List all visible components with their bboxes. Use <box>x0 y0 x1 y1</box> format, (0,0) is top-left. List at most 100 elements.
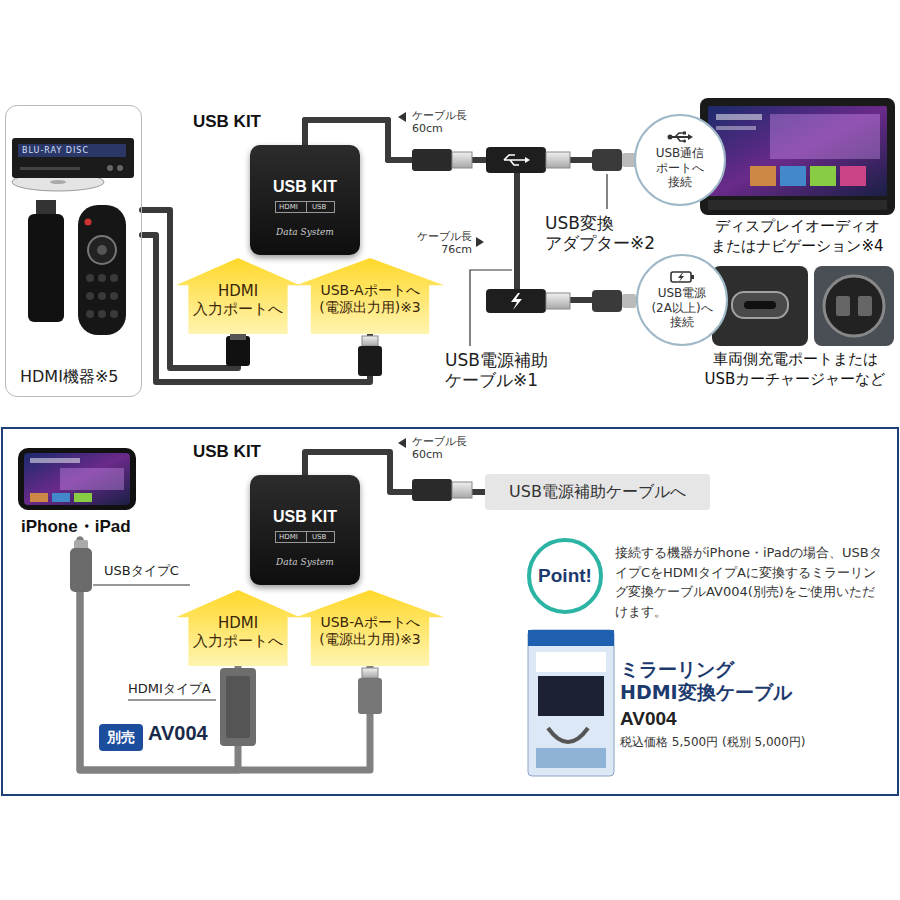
illustration-part <box>20 167 80 170</box>
illustration-part <box>504 155 526 165</box>
label-text: ケーブル長 60cm <box>412 435 472 461</box>
node-text: HDMI 入力ポートへ <box>186 614 290 650</box>
charge-port <box>712 266 894 346</box>
label-text: ミラーリング HDMI変換ケーブル <box>620 658 835 704</box>
illustration-part <box>476 237 484 247</box>
illustration-part <box>700 98 895 215</box>
illustration-part <box>128 699 216 700</box>
illustration-part <box>412 479 452 501</box>
node-text: HDMI 入力ポートへ <box>186 282 290 318</box>
text-position: USB KIT <box>193 442 261 462</box>
illustration-part <box>117 165 123 171</box>
illustration-part <box>398 438 406 448</box>
node-text: USB <box>312 532 326 542</box>
label-text: ケーブル長 76cm <box>412 230 472 256</box>
illustration-part <box>74 493 92 502</box>
illustration-part <box>412 149 452 171</box>
illustration-part <box>546 293 570 309</box>
label-position: 車両側充電ポートまたは USBカーチャージャーなど <box>695 350 895 389</box>
label-text: USB変換 アダプター※2 <box>545 213 670 254</box>
illustration-part <box>226 336 250 366</box>
illustration-part <box>86 310 94 318</box>
arw-node: USB-Aポートへ (電源出力用)※3 <box>296 590 444 666</box>
label-position: ミラーリング HDMI変換ケーブル <box>620 658 835 704</box>
illustration-part <box>678 273 684 282</box>
label-text: USB電源補助 ケーブル※1 <box>445 350 570 391</box>
illustration-part <box>683 132 686 135</box>
label-position: AV004 <box>148 722 208 745</box>
badge-node: 別売 <box>99 724 143 751</box>
arrow-fill <box>296 590 444 666</box>
illustration-part <box>24 453 130 505</box>
label-position: HDMIタイプA <box>128 681 211 697</box>
illustration-part <box>770 114 880 159</box>
illustration-part <box>528 630 614 646</box>
kit-node: USB KITUSB KITHDMIUSBData System <box>250 475 360 585</box>
illustration-part <box>30 458 80 463</box>
node-text: USB-Aポートへ (電源出力用)※3 <box>306 614 434 648</box>
label-position: AV004 <box>620 708 677 730</box>
illustration-part <box>30 493 48 502</box>
illustration-part <box>98 274 106 282</box>
illustration-part <box>60 468 124 490</box>
illustration-part <box>88 236 116 264</box>
node-text: USB <box>312 202 326 212</box>
label-text: USBタイプC <box>104 563 179 579</box>
illustration-part <box>622 294 636 308</box>
illustration-part <box>708 106 887 196</box>
gbox-node: USB電源補助ケーブルへ <box>485 474 710 510</box>
label-position: ケーブル長 60cm <box>412 109 472 135</box>
illustration-part <box>28 214 64 322</box>
illustration-part <box>358 678 382 714</box>
node-text: USB電源 (2A以上)へ 接続 <box>650 286 714 329</box>
label-text: 車両側充電ポートまたは USBカーチャージャーなど <box>695 350 895 389</box>
illustration-part <box>780 166 806 186</box>
label-position: USB変換 アダプター※2 <box>545 213 670 254</box>
illustration-part <box>50 180 66 184</box>
text-position: USB KIT <box>193 112 261 132</box>
illustration-part <box>358 346 382 376</box>
illustration-part <box>810 166 836 186</box>
circ-node: USB通信 ポートへ 接続 <box>634 114 726 206</box>
streaming-stick <box>28 200 64 322</box>
bluray-player <box>12 138 134 191</box>
label-position: BLU-RAY DISC <box>22 146 89 156</box>
illustration-part <box>671 272 691 282</box>
illustration-part <box>525 157 530 163</box>
label-position: ディスプレイオーディオ またはナビゲーション※4 <box>700 217 895 256</box>
label-position: 税込価格 5,500円 (税別 5,000円) <box>620 735 806 749</box>
kit-node: USB KITUSB KITHDMIUSBData System <box>250 145 360 255</box>
illustration-part <box>744 301 776 309</box>
node-text: USB KIT <box>193 112 261 132</box>
illustration-part <box>683 140 686 143</box>
label-text: HDMIタイプA <box>128 681 211 697</box>
illustration-part <box>98 292 106 300</box>
illustration-part <box>528 630 614 776</box>
illustration-part <box>86 274 94 282</box>
node-text: USB電源補助ケーブルへ <box>509 482 686 501</box>
illustration-part <box>675 133 683 141</box>
text-position: HDMI <box>279 202 298 212</box>
illustration-part <box>691 275 694 279</box>
illustration-part <box>836 296 850 316</box>
illustration-part <box>716 126 756 130</box>
illustration-part <box>398 112 406 122</box>
illustration-part <box>592 290 622 312</box>
plugs-top <box>226 147 636 376</box>
label-position: ケーブル長 76cm <box>412 230 472 256</box>
illustration-part <box>226 676 250 738</box>
illustration-part <box>98 310 106 318</box>
illustration-part <box>486 147 546 173</box>
node-text: HDMI <box>279 532 298 542</box>
node-text: HDMI <box>279 202 298 212</box>
pt-node: Point! <box>527 538 603 614</box>
illustration-part <box>824 276 884 336</box>
arw-node: HDMI 入力ポートへ <box>176 258 300 334</box>
label-text: AV004 <box>620 708 677 730</box>
illustration-part <box>12 138 134 178</box>
label-position: USB電源補助 ケーブル※1 <box>445 350 570 391</box>
illustration-part <box>230 334 246 340</box>
illustration-part <box>85 219 92 226</box>
